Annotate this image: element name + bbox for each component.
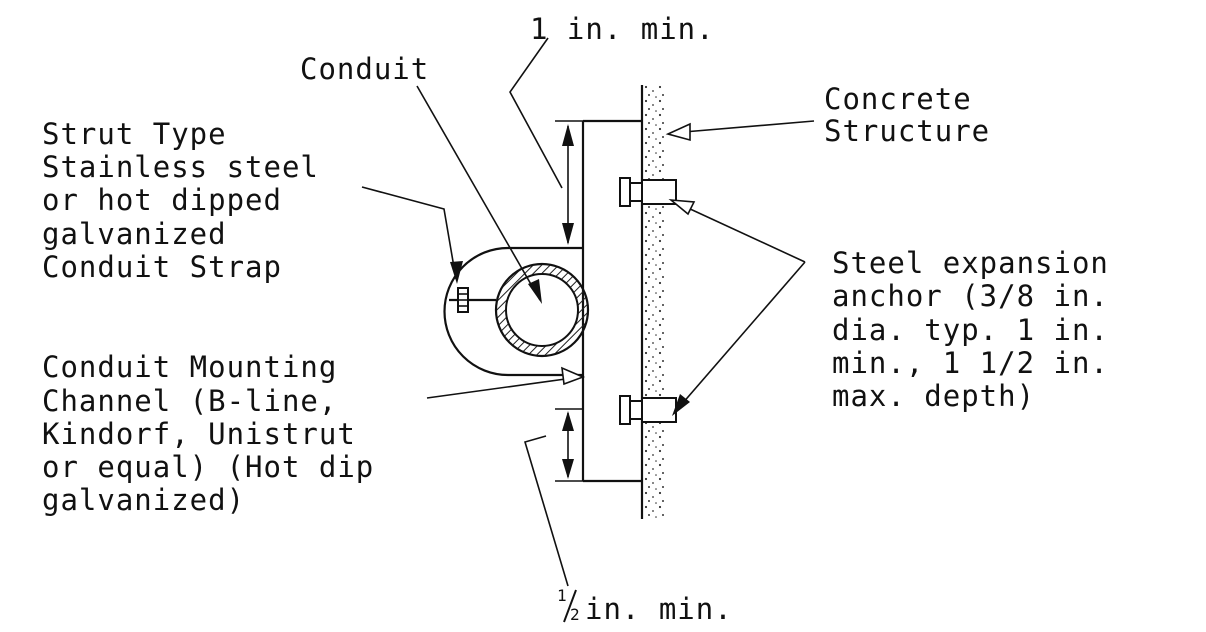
label-anchor-line-1: Steel expansion	[832, 246, 1109, 280]
label-channel-line-1: Conduit Mounting	[42, 350, 338, 384]
label-channel-line-4: or equal) (Hot dip	[42, 450, 375, 484]
fraction-slash	[563, 589, 577, 623]
label-anchor-line-4: min., 1 1/2 in.	[832, 346, 1109, 380]
label-channel-line-5: galvanized)	[42, 483, 246, 517]
mounting-channel	[581, 119, 642, 483]
label-concrete-line-1: Concrete	[824, 82, 972, 116]
leader-anchor	[668, 198, 806, 416]
label-strap-line-4: galvanized	[42, 217, 227, 251]
label-one-inch-min: 1 in. min.	[530, 12, 715, 46]
concrete-structure	[640, 85, 666, 519]
label-strap-line-2: Stainless steel	[42, 150, 319, 184]
label-anchor-line-2: anchor (3/8 in.	[832, 279, 1109, 313]
label-half-numerator: 1	[557, 586, 567, 605]
label-half-denominator: 2	[570, 605, 580, 624]
label-strap-line-3: or hot dipped	[42, 183, 282, 217]
label-concrete-line-2: Structure	[824, 114, 991, 148]
leader-conduit	[416, 85, 542, 304]
label-conduit: Conduit	[300, 52, 430, 86]
strap-bolt	[449, 287, 496, 313]
label-channel-line-2: Channel (B-line,	[42, 384, 338, 418]
label-anchor-line-3: dia. typ. 1 in.	[832, 313, 1109, 347]
leader-channel	[426, 366, 586, 399]
label-half-inch-min: in. min.	[585, 592, 733, 626]
label-anchor-line-5: max. depth)	[832, 379, 1036, 413]
dimension-half-inch	[524, 408, 583, 587]
leader-concrete	[665, 120, 815, 142]
label-channel-line-3: Kindorf, Unistrut	[42, 417, 356, 451]
label-strap-line-1: Strut Type	[42, 117, 227, 151]
dimension-one-inch	[509, 37, 583, 249]
anchor-upper	[619, 177, 677, 207]
leader-strap	[361, 186, 463, 284]
label-strap-line-5: Conduit Strap	[42, 250, 282, 284]
anchor-lower	[619, 395, 677, 425]
